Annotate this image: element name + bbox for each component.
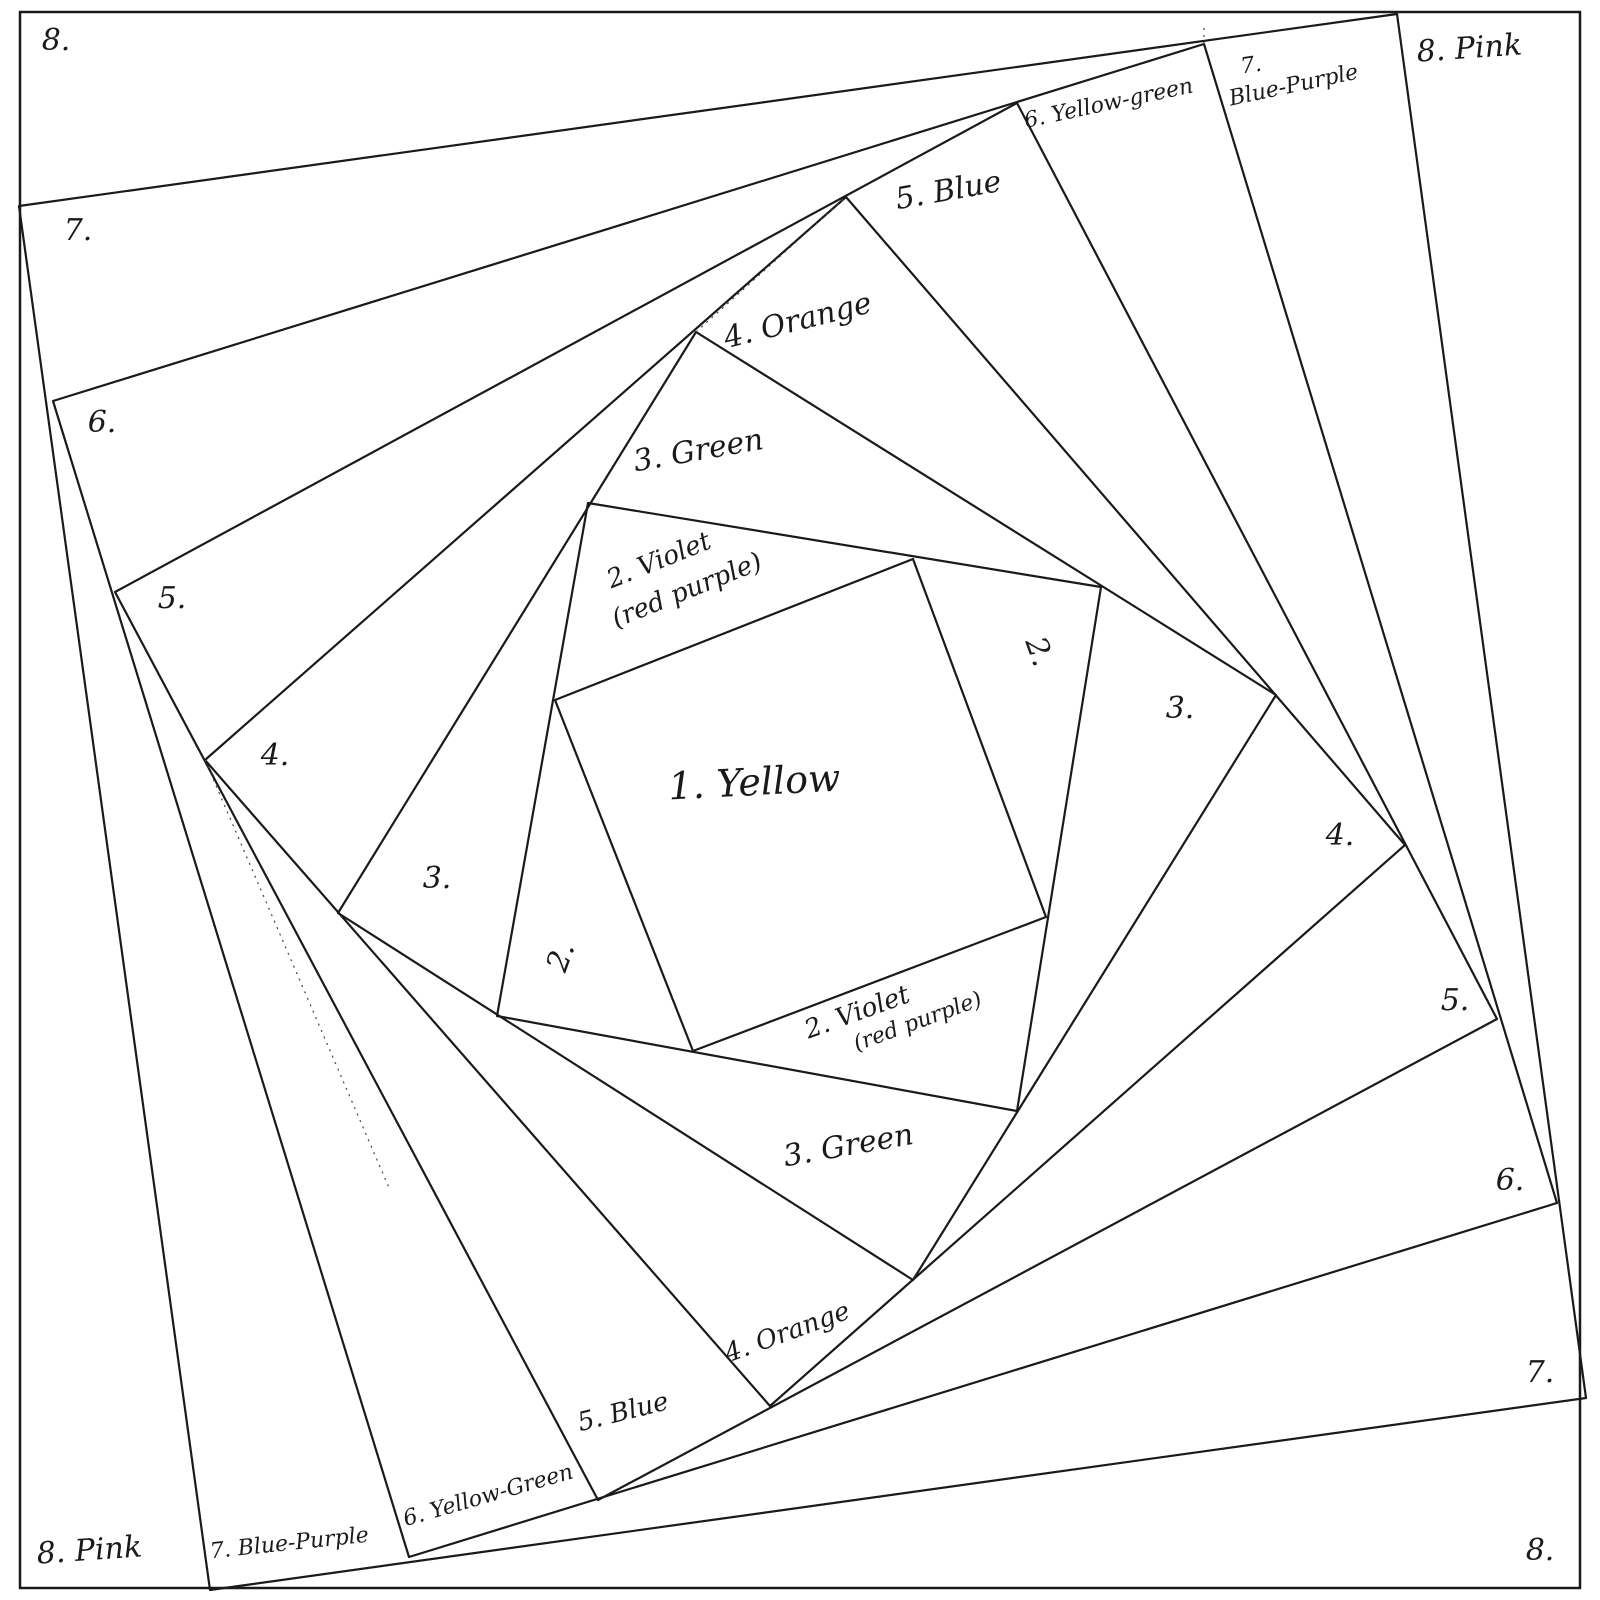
label-r8-bottom-left: 8. Pink	[36, 1529, 144, 1571]
label-r7-right: 7.	[1526, 1355, 1555, 1390]
label-r4-top: 4. Orange	[719, 286, 875, 357]
label-r3-top: 3. Green	[631, 422, 766, 479]
label-r5-right: 5.	[1441, 983, 1470, 1018]
outer-frame	[18, 10, 1582, 1590]
label-r6-top: 6. Yellow-green	[1022, 74, 1195, 134]
label-r8-bottom-right: 8.	[1526, 1533, 1555, 1568]
seam-round-2	[495, 501, 1103, 1113]
seam-round-4	[203, 195, 1407, 1408]
label-r4-right: 4.	[1325, 818, 1355, 853]
label-r4-left: 4.	[260, 738, 290, 773]
label-r7-bottom: 7. Blue-Purple	[209, 1523, 370, 1565]
label-r2-right: 2.	[1017, 631, 1060, 671]
label-r5-top: 5. Blue	[893, 164, 1004, 217]
label-r5-bottom: 5. Blue	[574, 1386, 671, 1438]
label-center: 1. Yellow	[667, 756, 841, 809]
label-r6-right: 6.	[1496, 1163, 1525, 1198]
label-r6-left: 6.	[88, 405, 117, 440]
construction-line	[204, 759, 391, 1191]
label-r6-bottom: 6. Yellow-Green	[400, 1460, 576, 1532]
seam-round-7	[17, 12, 1588, 1592]
label-r3-right: 3.	[1166, 691, 1195, 726]
label-r8-top-left: 8.	[42, 23, 71, 58]
label-r7-left: 7.	[64, 213, 93, 248]
seam-round-6	[51, 42, 1559, 1559]
label-r3-left: 3.	[423, 861, 452, 896]
seam-round-5	[113, 101, 1499, 1502]
label-r5-left: 5.	[158, 581, 187, 616]
label-r4-bottom: 4. Orange	[720, 1296, 854, 1369]
construction-line	[695, 196, 847, 333]
seam-round-1	[553, 557, 1048, 1053]
label-r3-bottom: 3. Green	[781, 1117, 916, 1174]
label-r8-top-right: 8. Pink	[1416, 27, 1524, 69]
label-r2-left: 2.	[539, 937, 582, 977]
label-r7-top-line1: 7.	[1239, 52, 1263, 80]
